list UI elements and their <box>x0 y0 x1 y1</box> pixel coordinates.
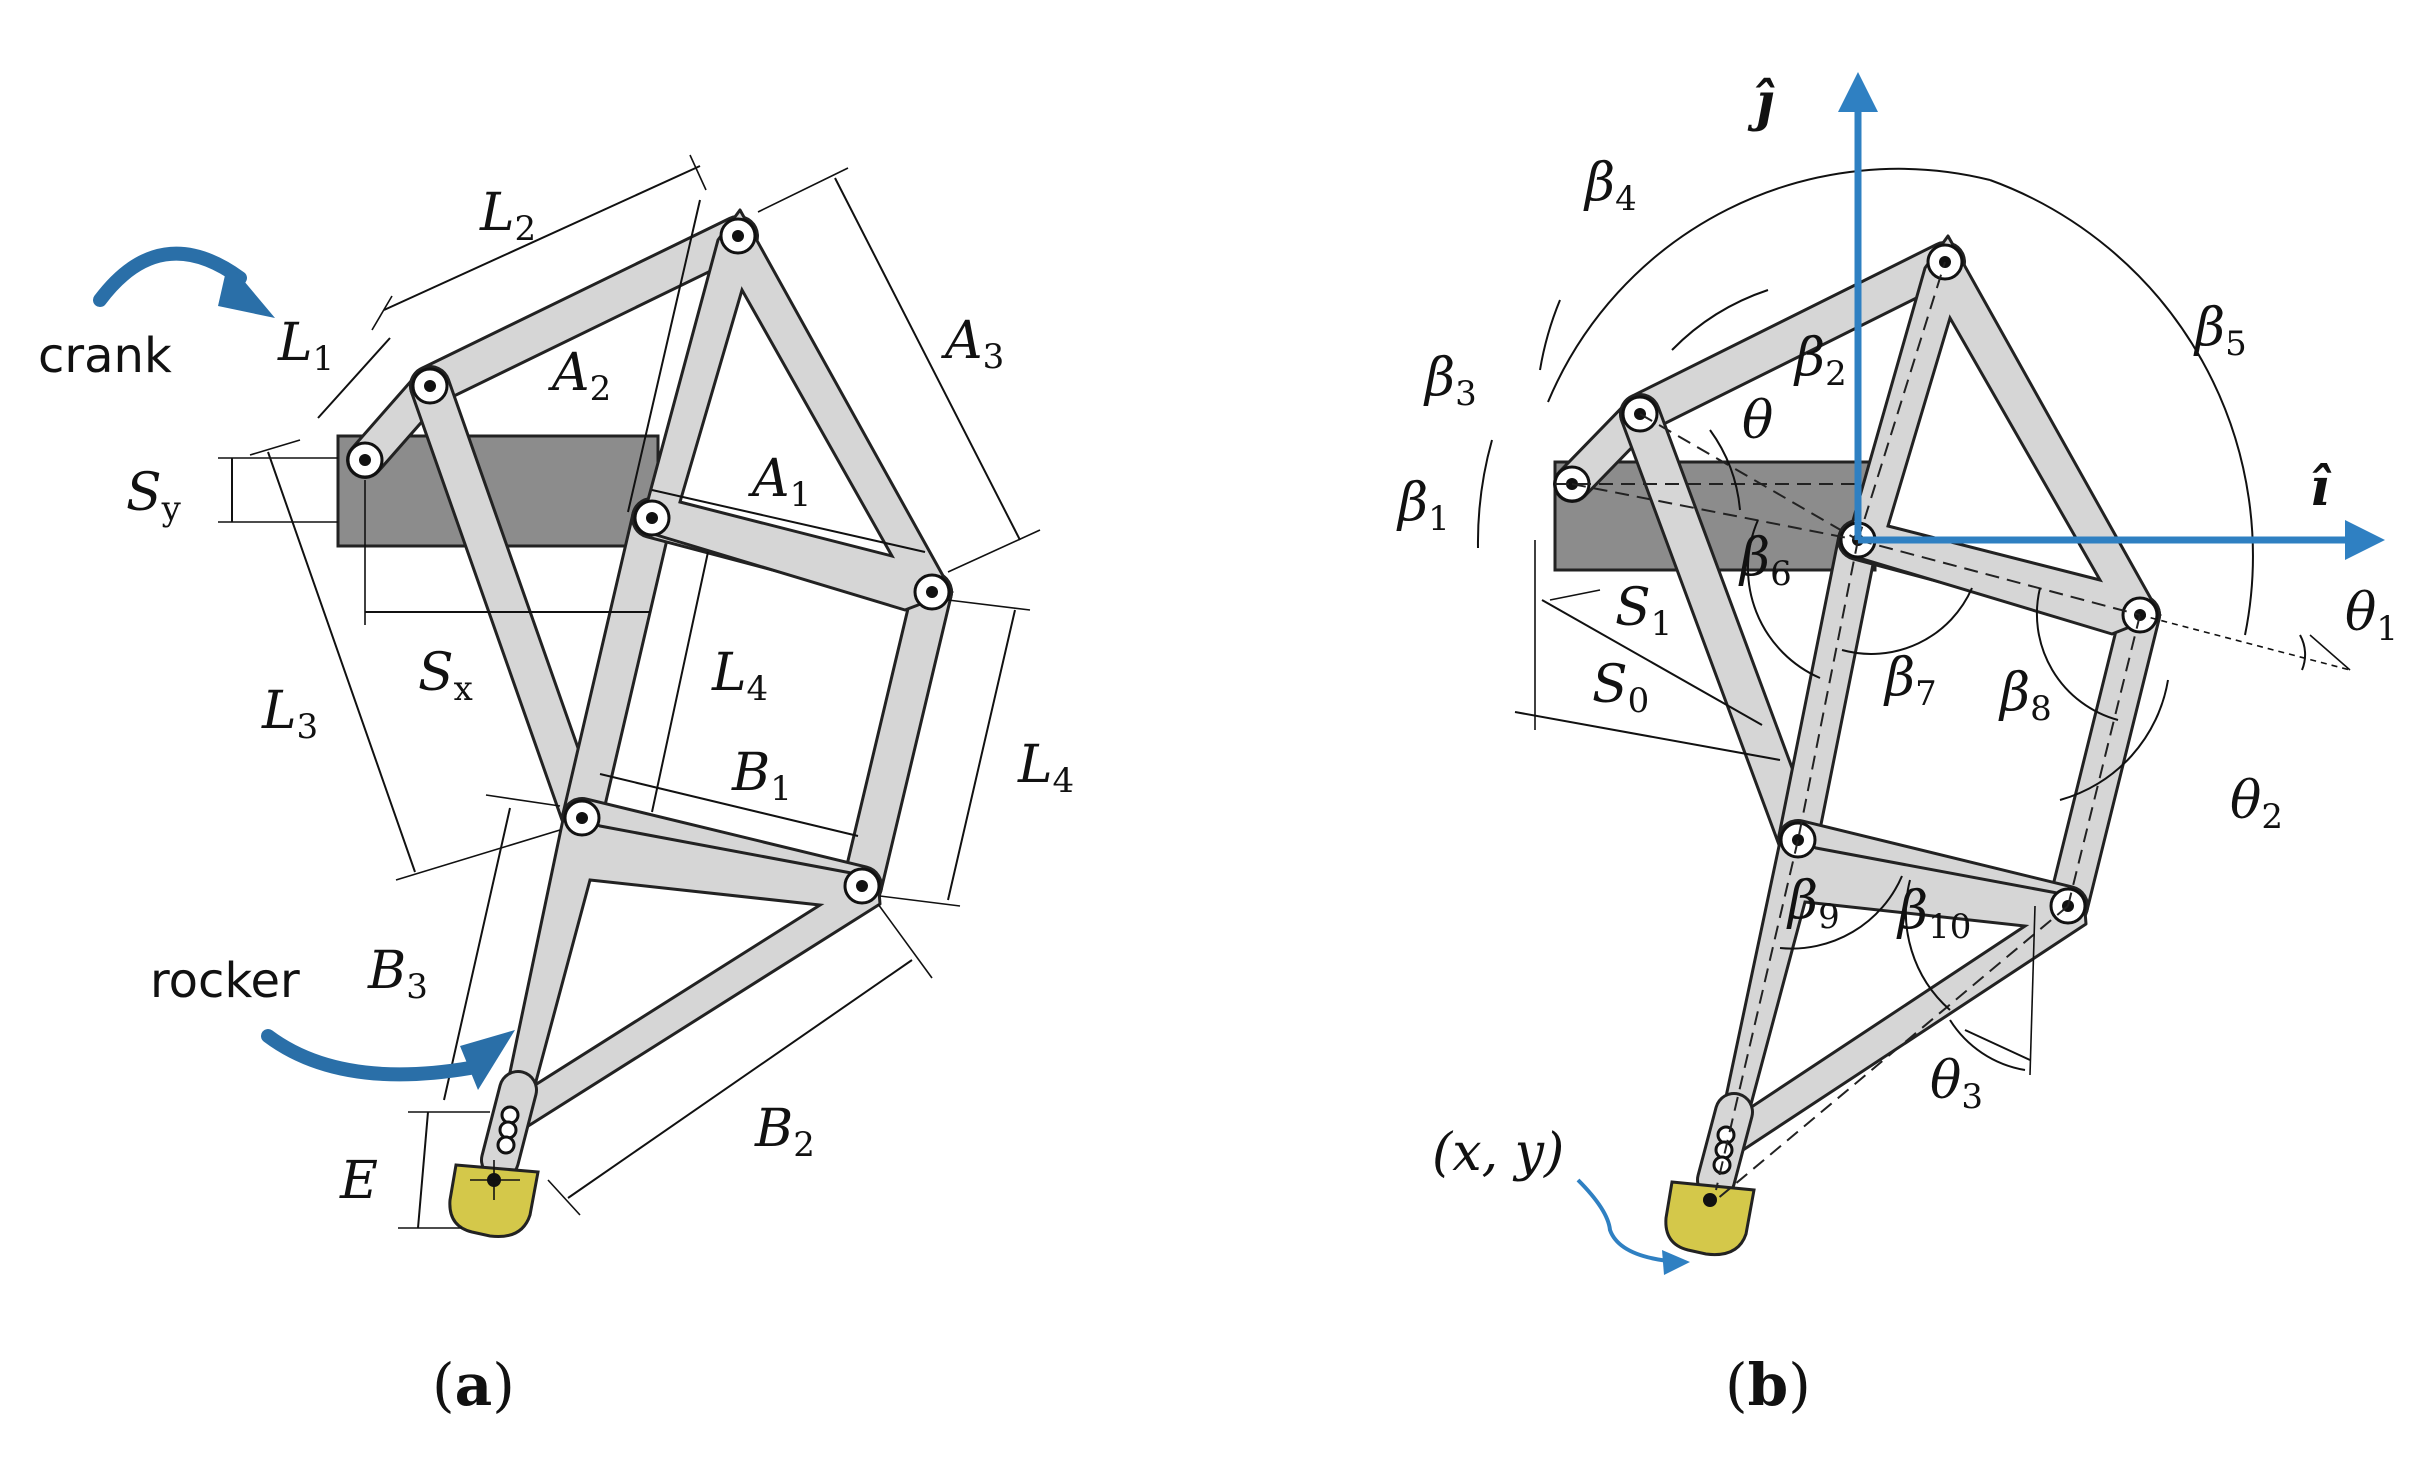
coordinate-axes <box>1838 72 2385 560</box>
label-beta10: β10 <box>1896 881 1971 947</box>
label-L4-right: L4 <box>1017 735 1074 801</box>
rocker-arrow-icon <box>261 1029 477 1082</box>
lower-triangle-hole-b <box>1747 900 2030 1112</box>
label-E: E <box>339 1151 378 1211</box>
panel-b: ĵ î β4 β5 β3 β2 θ β1 θ1 β6 S1 β7 β8 S0 θ… <box>1396 72 2398 1419</box>
label-L1: L1 <box>277 313 334 379</box>
label-B1: B1 <box>731 743 792 809</box>
label-beta2: β2 <box>1793 328 1847 394</box>
label-theta2: θ2 <box>2230 771 2283 837</box>
point-arrow-icon <box>1576 1178 1681 1264</box>
label-beta7: β7 <box>1883 648 1937 714</box>
crank-label: crank <box>38 328 172 384</box>
lower-triangle-hole-a <box>532 878 825 1089</box>
label-Sy: Sy <box>126 463 182 529</box>
angle-arcs-b <box>1476 167 2307 1071</box>
label-Sx: Sx <box>418 643 473 709</box>
label-beta4: β4 <box>1583 153 1637 219</box>
label-A1: A1 <box>748 449 811 515</box>
label-beta6: β6 <box>1738 528 1792 594</box>
label-B3: B3 <box>367 941 428 1007</box>
pins-a <box>346 217 951 905</box>
label-S0: S0 <box>1592 655 1649 721</box>
label-A2: A2 <box>548 343 611 409</box>
construction-lines-b <box>1555 261 2351 1201</box>
label-S1: S1 <box>1615 578 1672 644</box>
label-L2: L2 <box>479 183 536 249</box>
dimension-lines-b <box>1514 540 2351 1076</box>
label-point-xy: (x, y) <box>1432 1123 1564 1183</box>
label-j-hat: ĵ <box>1747 72 1775 133</box>
foot-a <box>448 1163 540 1239</box>
caption-a: (a) <box>432 1351 515 1419</box>
label-B2: B2 <box>754 1099 815 1165</box>
label-theta1: θ1 <box>2345 583 2398 649</box>
label-theta: θ <box>1742 391 1773 451</box>
label-beta8: β8 <box>1998 663 2052 729</box>
label-beta3: β3 <box>1423 348 1477 414</box>
label-theta3: θ3 <box>1930 1051 1983 1117</box>
crank-arrow-icon <box>93 246 247 307</box>
dimension-lines-a <box>218 154 1041 1229</box>
panel-a: crank rocker L2 L1 A2 A3 Sy A1 Sx L4 L3 … <box>38 154 1074 1419</box>
label-L3: L3 <box>261 681 318 747</box>
caption-b: (b) <box>1725 1351 1811 1419</box>
rocker-label: rocker <box>150 953 300 1009</box>
label-beta1: β1 <box>1396 473 1450 539</box>
upper-triangle-hole-a <box>678 286 896 559</box>
label-A3: A3 <box>941 311 1004 377</box>
label-beta9: β9 <box>1786 871 1840 937</box>
upper-triangle-hole-b <box>1886 314 2104 583</box>
label-i-hat: î <box>2310 457 2332 518</box>
label-L4-mid: L4 <box>711 643 768 709</box>
label-beta5: β5 <box>2193 298 2247 364</box>
foot-b <box>1664 1180 1756 1257</box>
